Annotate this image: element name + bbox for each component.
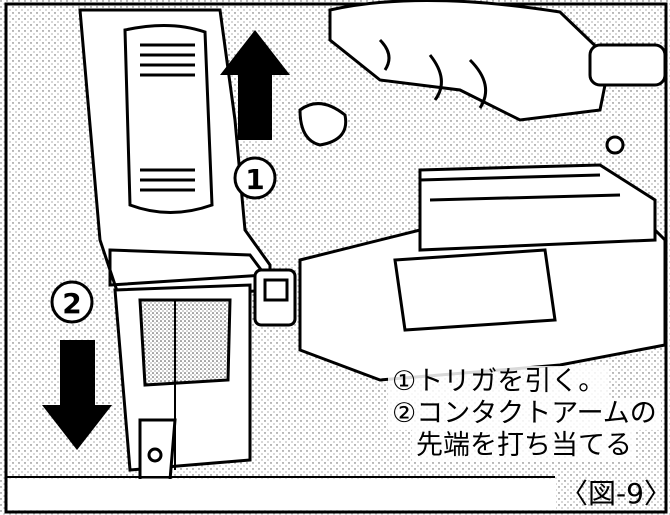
svg-text:1: 1 bbox=[245, 163, 264, 196]
figure-label: 〈図-9〉 bbox=[560, 477, 670, 510]
step2-caption-cont: 先端を打ち当てる bbox=[412, 430, 636, 462]
arrow-up-icon bbox=[220, 30, 290, 140]
step1-caption: ①トリガを引く。 bbox=[388, 366, 610, 398]
bottom-strip bbox=[8, 479, 556, 510]
nailer-magazine bbox=[298, 163, 667, 382]
nailer-grip bbox=[78, 8, 272, 302]
step2-caption: ②コンタクトアームの bbox=[388, 398, 661, 430]
trigger bbox=[253, 268, 297, 327]
step1-marker-icon: 1 bbox=[233, 156, 277, 200]
nailer-nose bbox=[113, 283, 252, 482]
svg-text:2: 2 bbox=[62, 287, 81, 320]
hose-fitting bbox=[588, 43, 667, 155]
arrow-down-icon bbox=[42, 340, 112, 450]
hand bbox=[298, 0, 612, 147]
step2-marker-icon: 2 bbox=[50, 280, 94, 324]
